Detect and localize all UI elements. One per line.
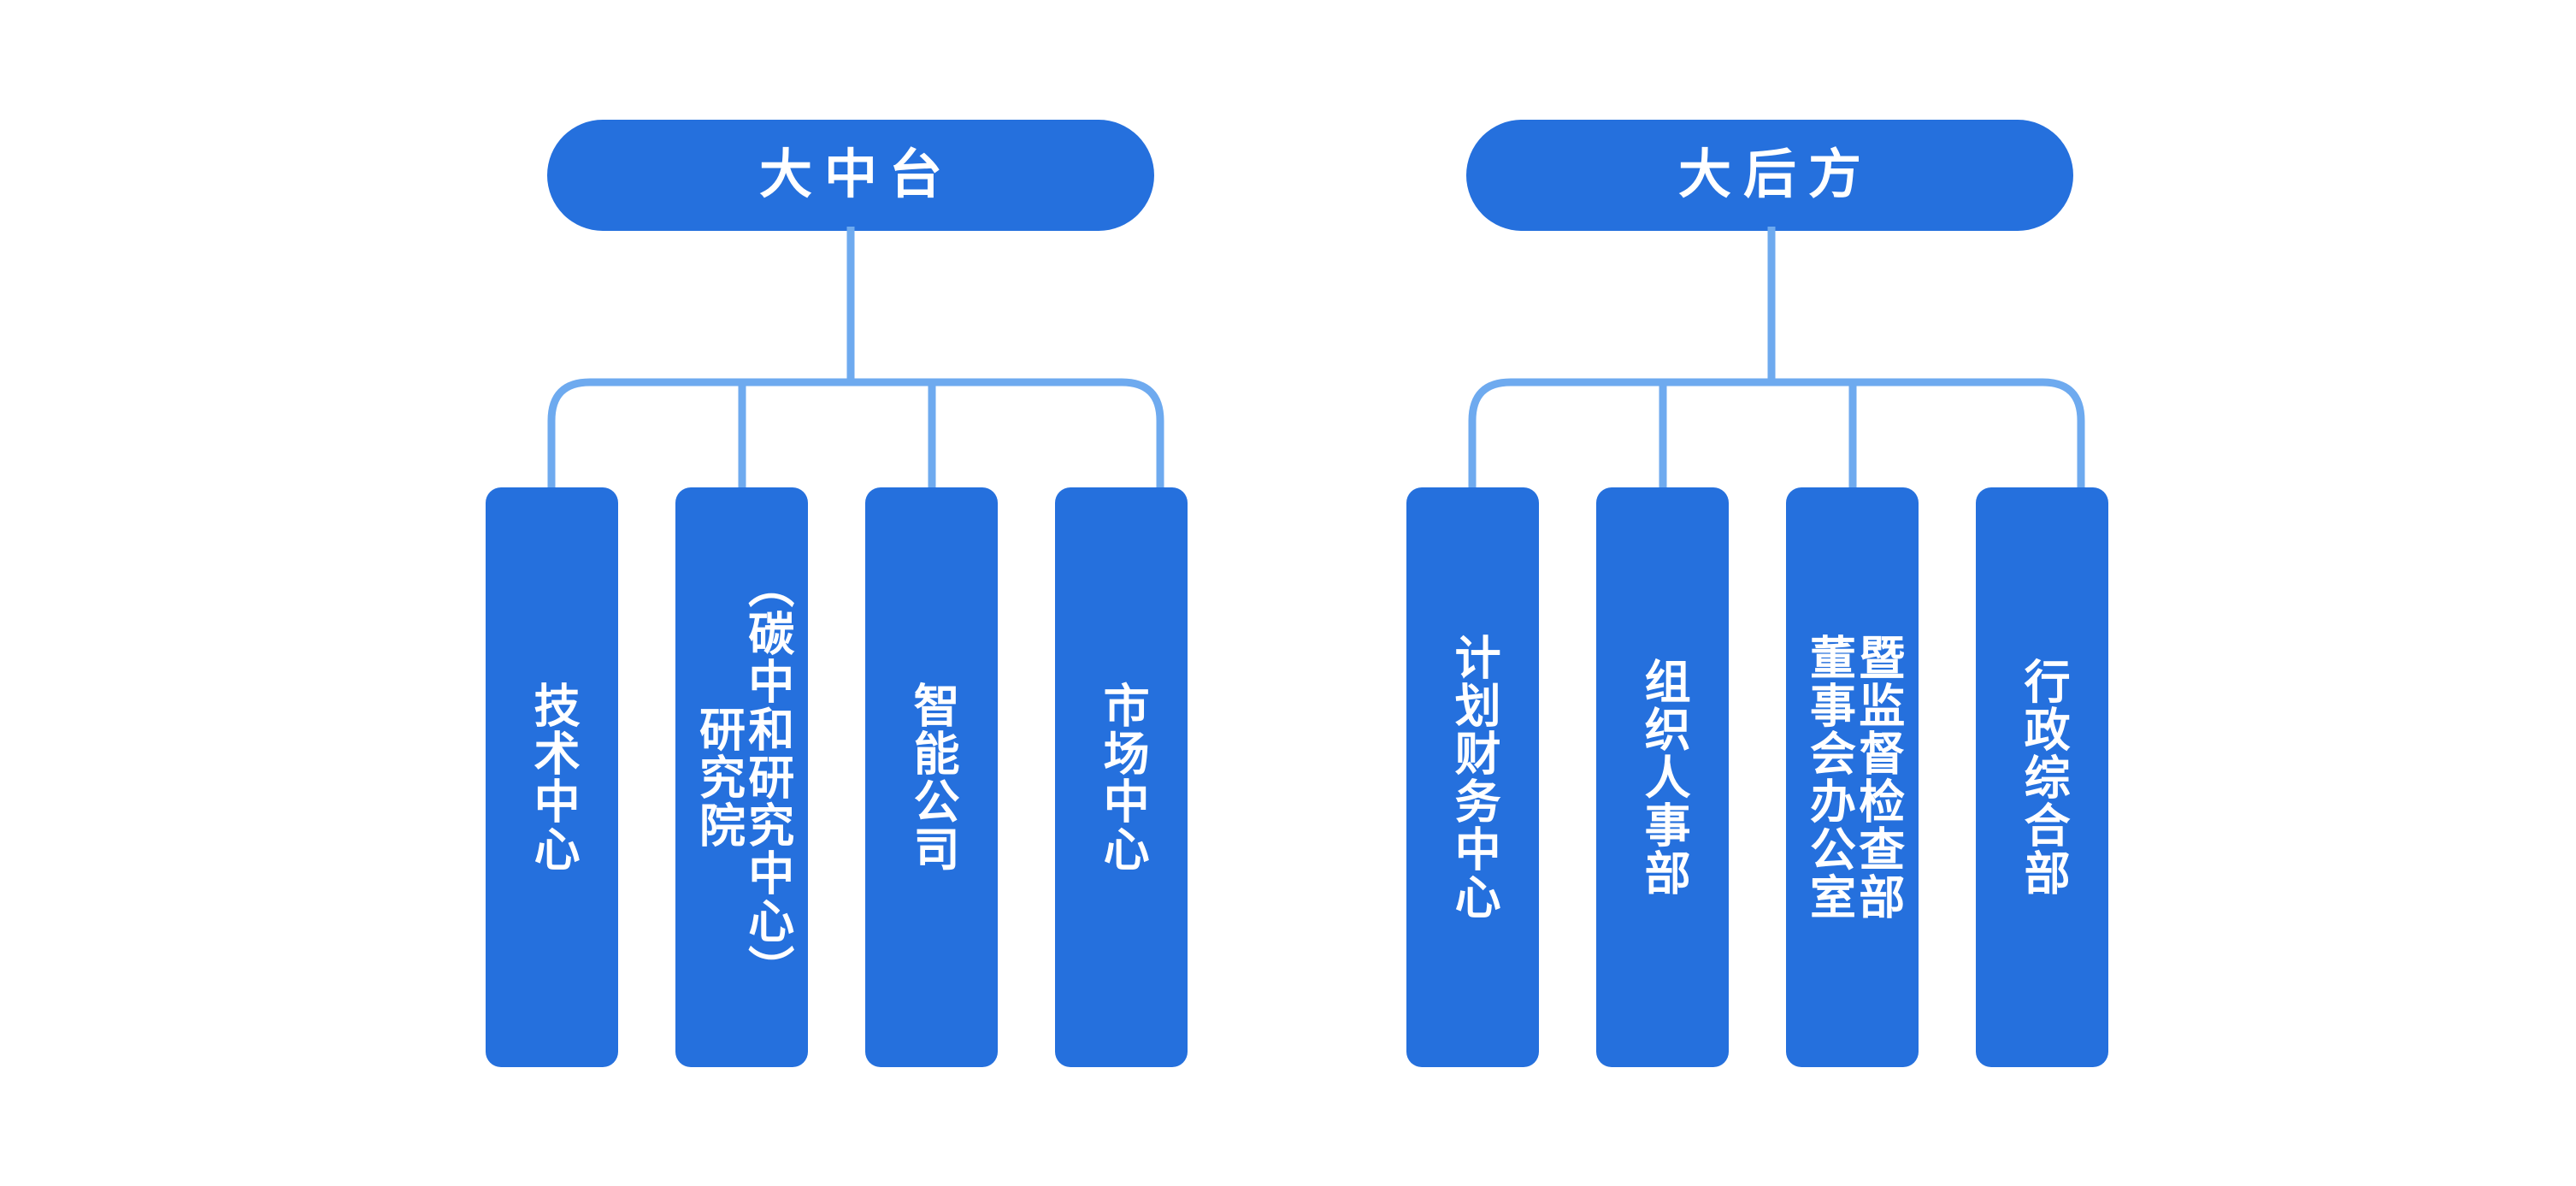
node-label: 市场中心	[1096, 682, 1148, 873]
node-label: 计划财务中心	[1447, 634, 1500, 921]
node-label: 组织人事部	[1637, 658, 1689, 897]
node-xingzheng[interactable]: 行政综合部	[1976, 487, 2108, 1067]
node-shichang-zhongxin[interactable]: 市场中心	[1055, 487, 1188, 1067]
node-label-col-1: 暨监督检查部	[1851, 634, 1903, 921]
node-zhineng-gongsi[interactable]: 智能公司	[865, 487, 998, 1067]
node-zuzhi-renshi[interactable]: 组织人事部	[1596, 487, 1729, 1067]
connector-houfang	[1468, 227, 2085, 487]
node-label: 技术中心	[527, 682, 579, 873]
node-label-col-2: 董事会办公室	[1802, 634, 1854, 921]
node-label-col-1: （碳中和研究中心）	[740, 562, 793, 993]
node-dongshihui[interactable]: 暨监督检查部 董事会办公室	[1786, 487, 1919, 1067]
group-header-houfang[interactable]: 大后方	[1466, 120, 2073, 231]
node-label: 行政综合部	[2017, 658, 2069, 897]
node-label: 智能公司	[906, 682, 958, 873]
node-jihua-caiwu[interactable]: 计划财务中心	[1406, 487, 1539, 1067]
node-jishu-zhongxin[interactable]: 技术中心	[486, 487, 618, 1067]
group-header-zhongtai[interactable]: 大中台	[547, 120, 1154, 231]
node-label-col-2: 研究院	[692, 705, 744, 849]
node-yanjiuyuan[interactable]: （碳中和研究中心） 研究院	[675, 487, 808, 1067]
connector-zhongtai	[547, 227, 1164, 487]
